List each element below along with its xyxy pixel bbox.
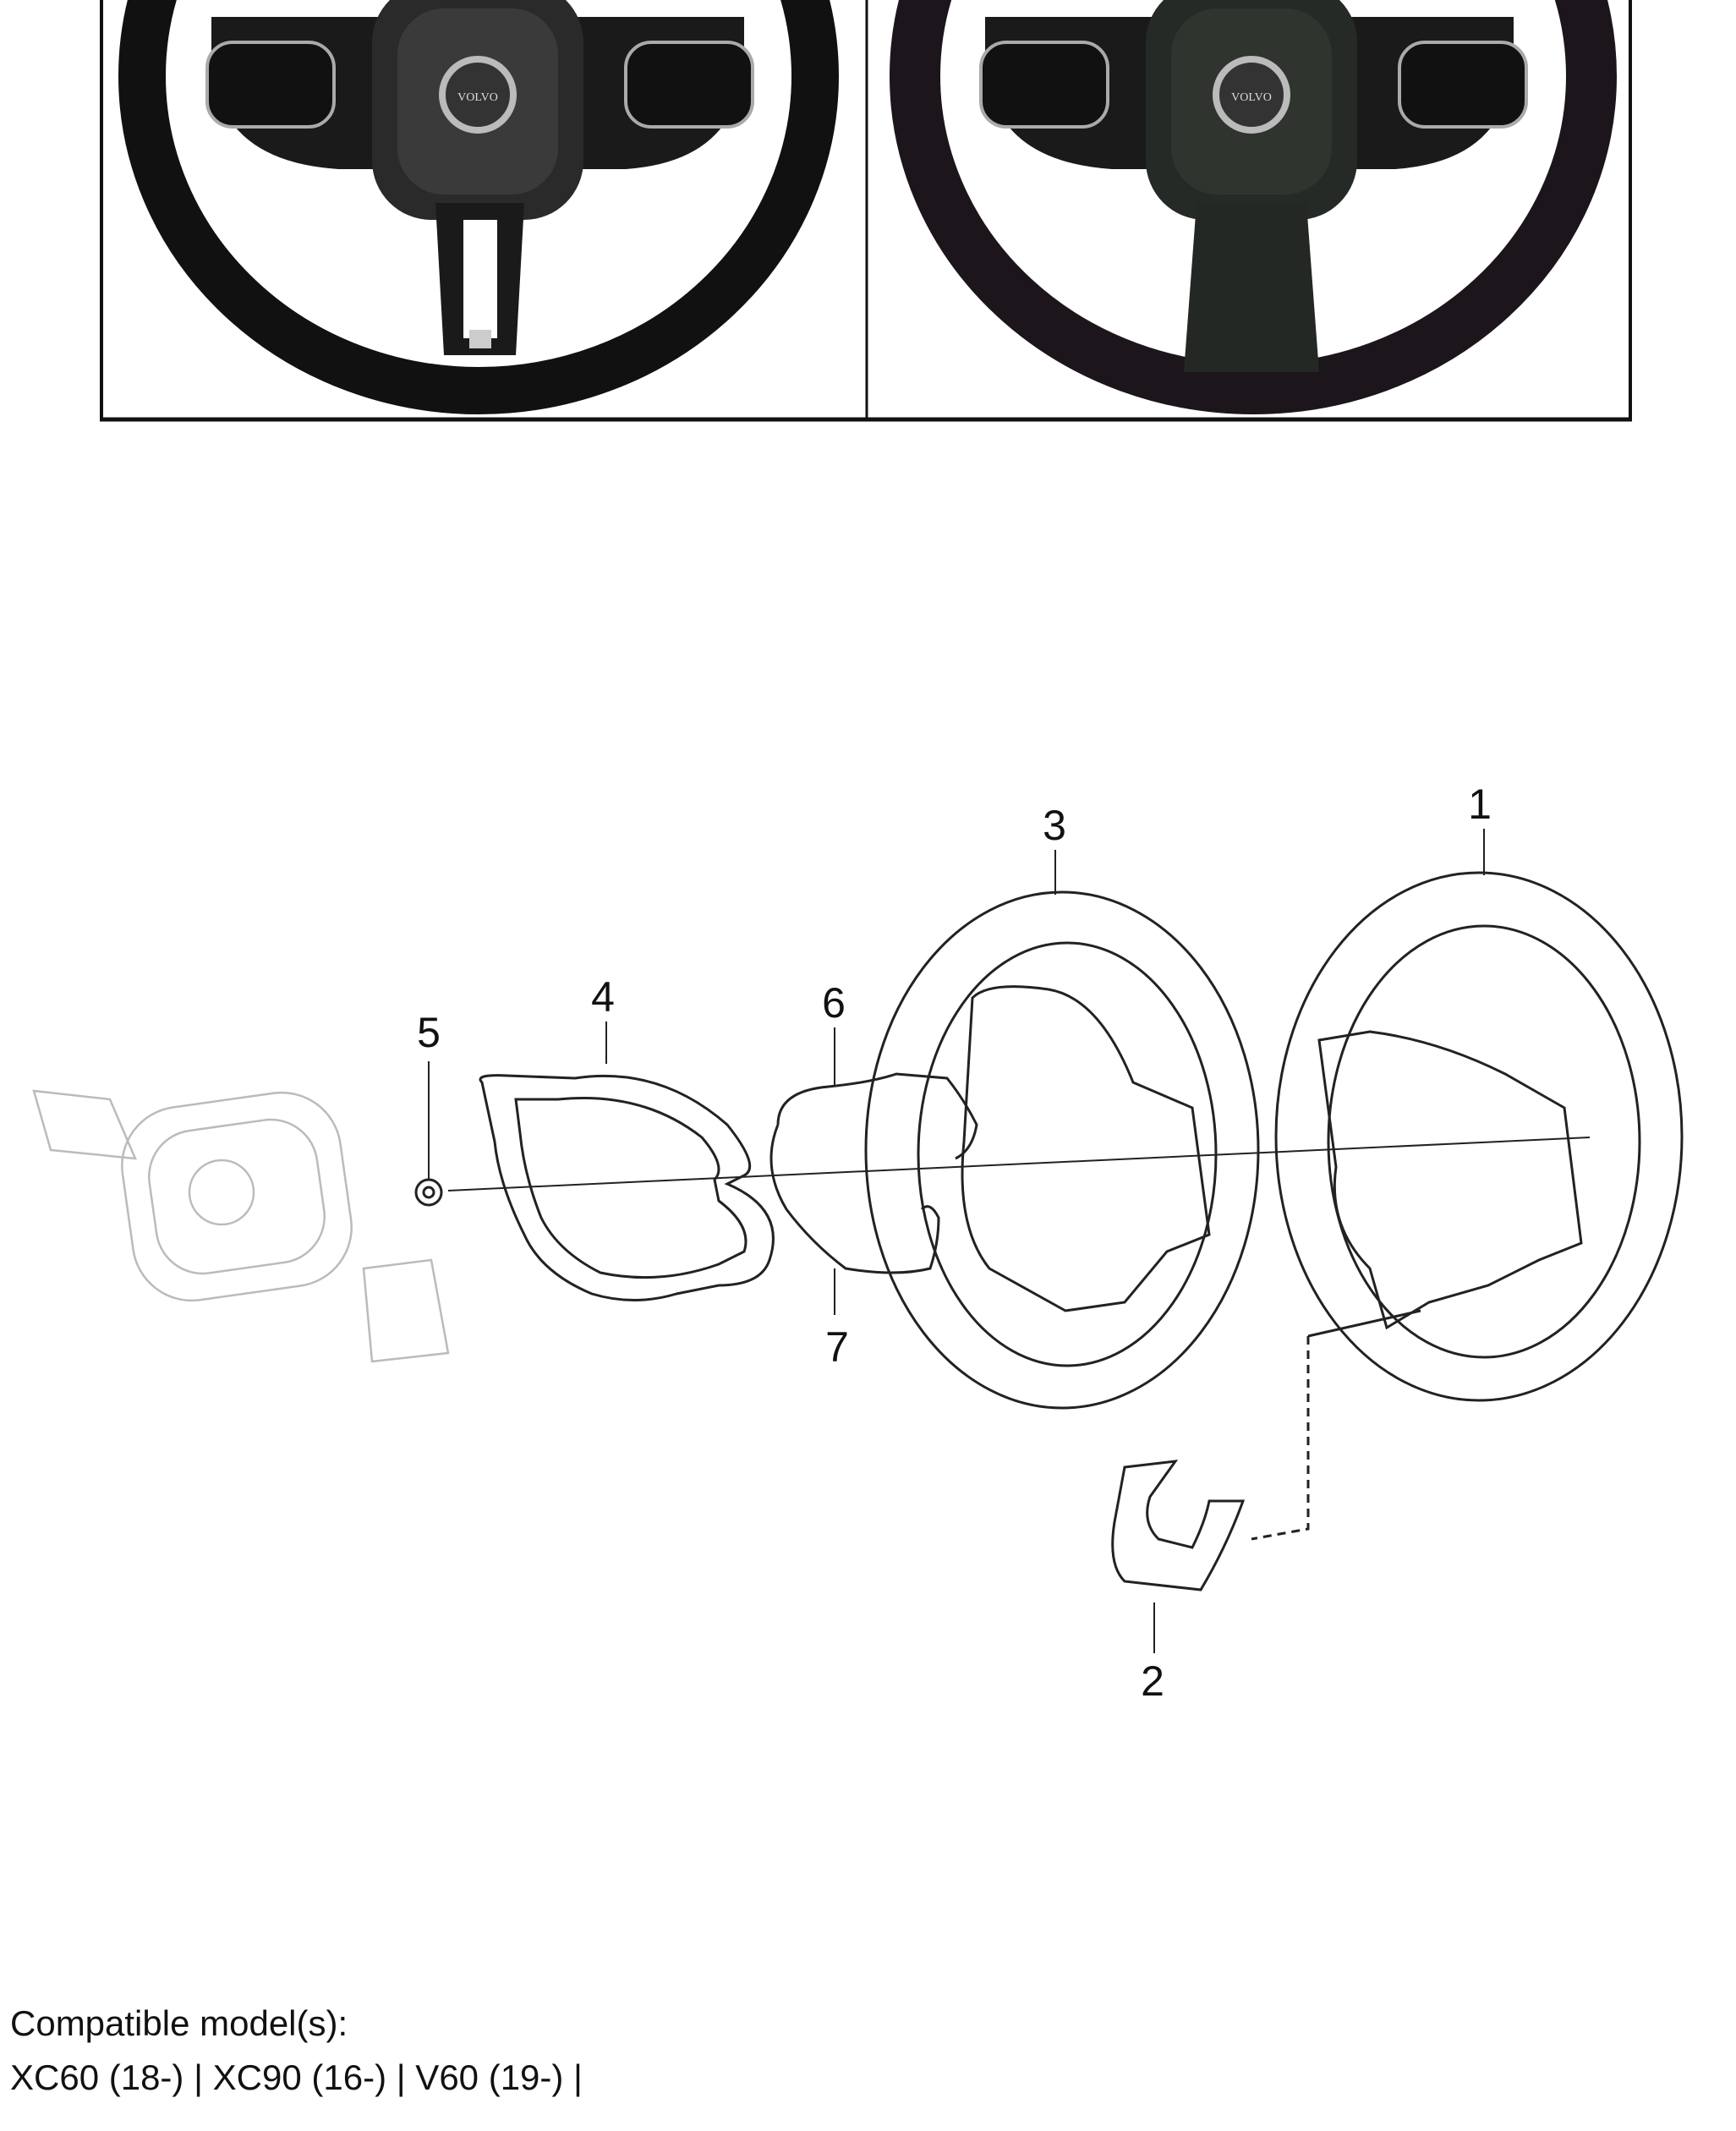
callout-6: 6	[822, 979, 846, 1027]
volvo-badge: VOLVO	[1231, 91, 1272, 104]
steering-wheel-photo-right: VOLVO	[890, 0, 1617, 414]
callout-2: 2	[1141, 1657, 1164, 1705]
callout-5: 5	[417, 1009, 441, 1056]
steering-wheel-photo-left: VOLVO	[118, 0, 839, 414]
exploded-parts-diagram	[32, 829, 1684, 1653]
callout-4: 4	[591, 973, 615, 1021]
wiring-harness-parts-6-7	[769, 1072, 978, 1274]
variant-photo-panel: VOLVO VOLVO	[100, 0, 1632, 422]
callout-leaders	[428, 829, 1485, 1653]
compatible-models-list: XC60 (18-) | XC90 (16-) | V60 (19-) |	[10, 2057, 583, 2097]
nut-part-5	[414, 1178, 443, 1207]
steering-wheel-part-3	[864, 890, 1260, 1410]
compatible-models-heading: Compatible model(s):	[10, 2003, 348, 2043]
volvo-badge: VOLVO	[457, 91, 498, 104]
callout-7: 7	[825, 1323, 849, 1371]
trim-ring-part-4	[479, 1074, 775, 1301]
airbag-module-faded	[32, 1089, 450, 1363]
callout-1: 1	[1468, 781, 1492, 828]
callout-3: 3	[1043, 802, 1066, 849]
lower-cover-part-2	[1111, 1309, 1421, 1591]
callout-labels: 1 2 3 4 5 6 7	[417, 781, 1492, 1705]
steering-wheel-part-1	[1274, 871, 1684, 1402]
